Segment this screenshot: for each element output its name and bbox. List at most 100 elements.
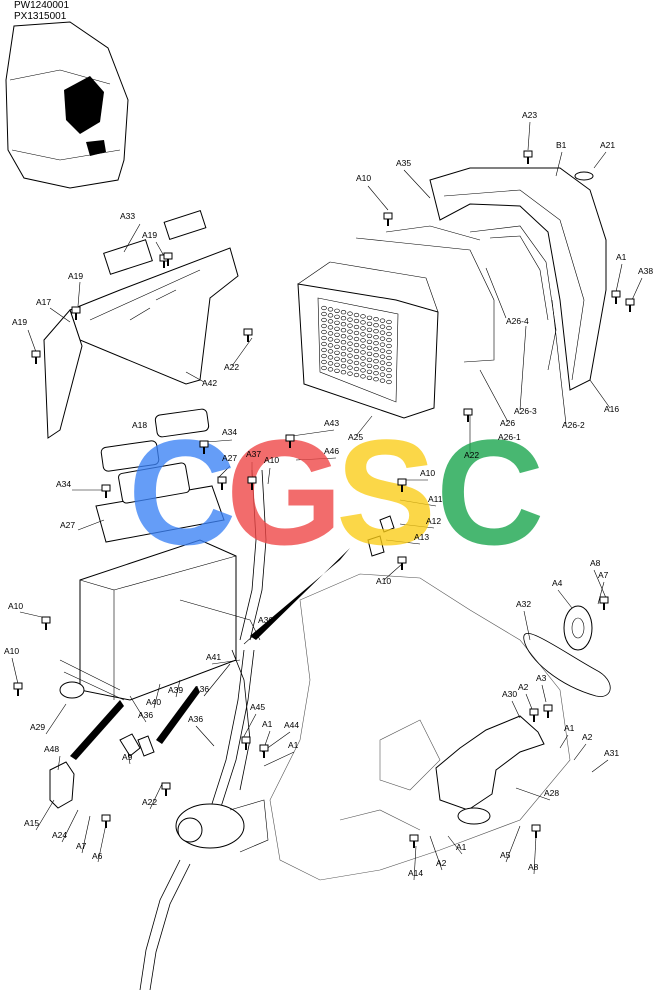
condenser-hole [360, 374, 366, 379]
condenser-hole [321, 335, 327, 341]
condenser-hole-grid [321, 305, 392, 385]
callout-a42: A42 [202, 378, 217, 388]
callout-a26-3: A26-3 [514, 406, 537, 416]
callout-a1: A1 [288, 740, 299, 750]
condenser-hole [379, 342, 386, 347]
condenser-hole [386, 343, 392, 349]
callout-a13: A13 [414, 532, 429, 542]
callout-a27: A27 [222, 453, 237, 463]
leader-line [49, 307, 71, 323]
leader-lines [11, 121, 643, 881]
condenser-hole [347, 341, 353, 346]
leader-line [81, 815, 91, 854]
cover-b1 [429, 167, 607, 391]
condenser-hole [327, 343, 334, 348]
condenser-hole [373, 365, 379, 370]
compressor-bracket [435, 715, 545, 825]
pulley-belt [523, 605, 611, 697]
leader-line [631, 277, 643, 301]
condenser-hole [340, 316, 347, 321]
callout-a46: A46 [324, 446, 339, 456]
leader-line [533, 835, 537, 875]
condenser-hole [386, 349, 392, 355]
condenser-hole [353, 330, 360, 336]
callout-a21: A21 [600, 140, 615, 150]
leader-line [551, 299, 567, 425]
bolt [71, 306, 81, 320]
condenser-hole [334, 308, 340, 313]
leader-line [383, 563, 403, 581]
condenser-hole [386, 325, 392, 331]
condenser-hole [366, 369, 373, 374]
callout-a3: A3 [536, 673, 547, 683]
callout-a8: A8 [528, 862, 539, 872]
callout-a15: A15 [24, 818, 39, 828]
callout-a38: A38 [638, 266, 653, 276]
bolt [463, 408, 473, 422]
condenser-hole [386, 367, 392, 373]
bolt [543, 704, 553, 718]
condenser-hole [347, 311, 353, 316]
callout-a18: A18 [132, 420, 147, 430]
bolt [217, 476, 227, 490]
condenser-a25 [297, 225, 495, 419]
condenser-hole [360, 314, 366, 319]
condenser-hole [360, 326, 366, 331]
condenser-hole [327, 313, 334, 318]
condenser-hole [379, 378, 386, 383]
callout-a36: A36 [138, 710, 153, 720]
leader-line [291, 429, 335, 437]
condenser-hole [347, 335, 353, 340]
condenser-hole [366, 333, 373, 338]
leader-line [153, 683, 161, 709]
callout-a19: A19 [142, 230, 157, 240]
condenser-hole [379, 372, 386, 377]
callout-a10: A10 [4, 646, 19, 656]
condenser-hole [386, 337, 392, 343]
condenser-hole [379, 318, 386, 323]
condenser-hole [366, 339, 373, 344]
leader-line [515, 787, 551, 801]
callout-a1: A1 [616, 252, 627, 262]
bolts [13, 150, 635, 848]
callout-a23: A23 [522, 110, 537, 120]
callout-a28: A28 [544, 788, 559, 798]
callout-a48: A48 [44, 744, 59, 754]
leader-line [231, 337, 253, 367]
condenser-hole [340, 370, 347, 375]
condenser-hole [334, 314, 340, 319]
condenser-hole [327, 337, 334, 342]
condenser-hole [360, 350, 366, 355]
leader-line [123, 223, 141, 253]
bolt [199, 440, 209, 454]
leader-line [195, 725, 215, 747]
condenser-hole [327, 307, 334, 312]
callout-a26-2: A26-2 [562, 420, 585, 430]
leader-line [511, 700, 521, 719]
leader-line [557, 589, 573, 609]
callout-a39: A39 [168, 685, 183, 695]
leader-line [399, 523, 435, 529]
callout-a1: A1 [456, 842, 467, 852]
condenser-hole [360, 320, 366, 325]
leader-line [399, 499, 437, 507]
condenser-hole [347, 329, 353, 334]
condenser-hole [373, 353, 379, 358]
callout-a2: A2 [436, 858, 447, 868]
condenser-hole [327, 325, 334, 330]
leader-line [519, 325, 527, 411]
leader-line [241, 713, 257, 741]
callout-a10: A10 [420, 468, 435, 478]
condenser-hole [353, 342, 360, 348]
callout-a27: A27 [60, 520, 75, 530]
condenser-hole [334, 362, 340, 367]
condenser-hole [353, 312, 360, 318]
condenser-hole [353, 348, 360, 354]
leader-line [35, 799, 55, 831]
condenser-hole [386, 379, 392, 385]
leader-line [593, 151, 607, 169]
bolt [611, 290, 621, 304]
leader-line [77, 519, 105, 531]
leader-line [267, 467, 271, 485]
condenser-hole [321, 323, 327, 329]
